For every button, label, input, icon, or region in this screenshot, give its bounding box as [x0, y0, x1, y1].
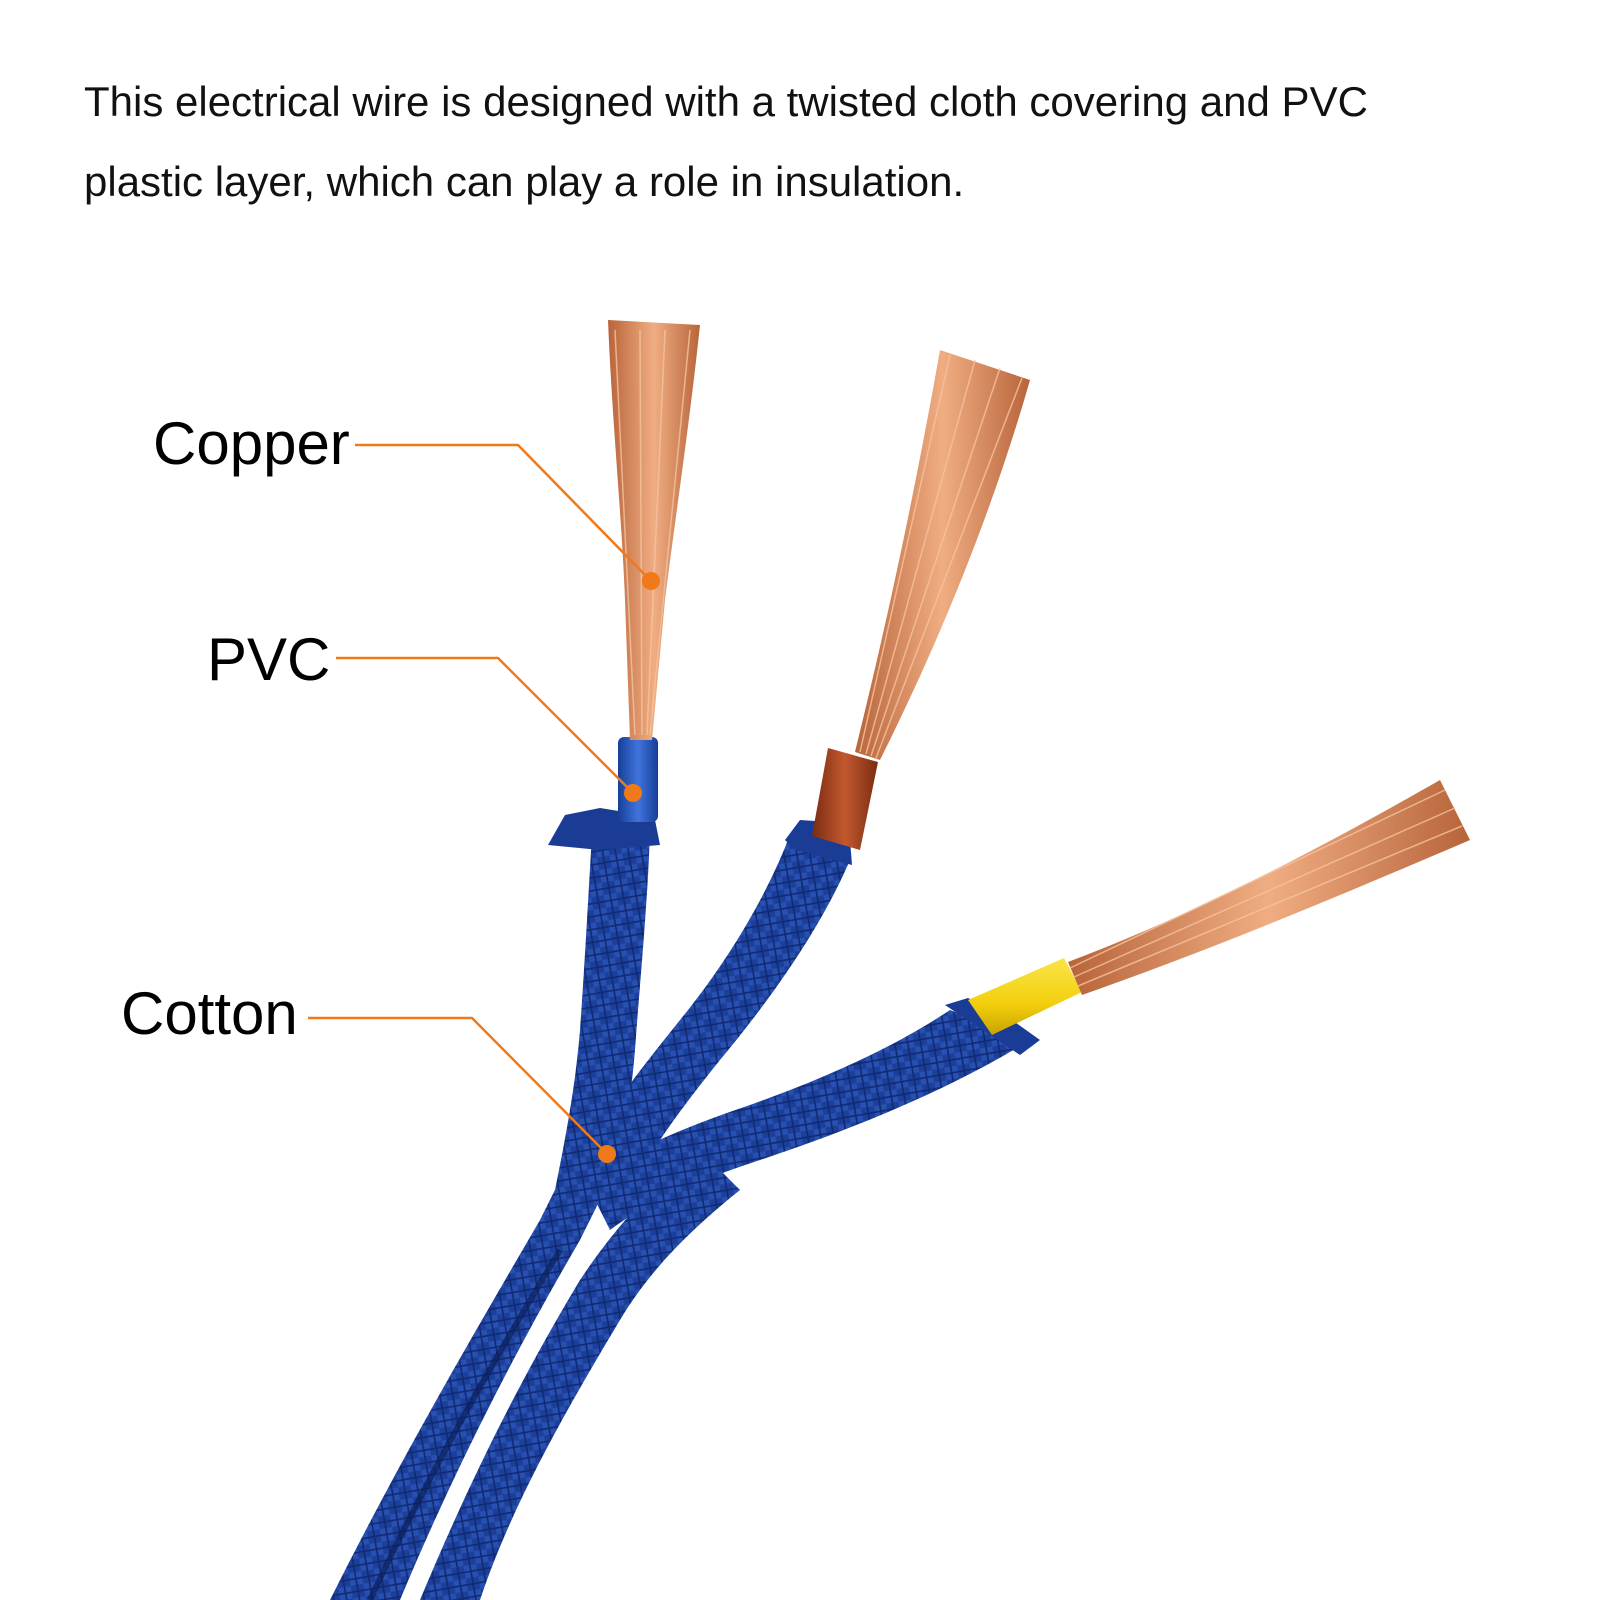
right-cloth-sleeve	[585, 1010, 1030, 1230]
right-conductor	[585, 780, 1470, 1230]
right-copper-strands	[1068, 780, 1470, 995]
description-text: This electrical wire is designed with a …	[84, 62, 1544, 222]
cable-twist-shadow	[367, 1248, 563, 1600]
copper-leader-line	[355, 443, 652, 582]
label-copper: Copper	[153, 410, 350, 477]
right-copper-highlights	[1069, 789, 1463, 987]
cable-strand-front	[420, 1150, 740, 1600]
pvc-leader-line	[336, 656, 634, 794]
cotton-leader-line	[308, 1016, 608, 1155]
callout-pvc	[336, 656, 642, 802]
pvc-leader-dot	[624, 784, 642, 802]
copper-leader-dot	[642, 572, 660, 590]
left-copper-strands	[608, 320, 700, 740]
middle-conductor	[575, 350, 1030, 1200]
cable-bundle	[330, 1090, 740, 1600]
middle-copper-strands	[855, 350, 1030, 760]
middle-pvc-insulation	[812, 748, 878, 850]
callout-copper	[355, 443, 660, 590]
callout-cotton	[308, 1016, 616, 1163]
label-pvc: PVC	[207, 626, 331, 693]
description-line-2: plastic layer, which can play a role in …	[84, 158, 965, 205]
middle-cloth-sleeve	[575, 835, 850, 1200]
cable-strand-back	[330, 1090, 640, 1600]
cotton-leader-dot	[598, 1145, 616, 1163]
label-cotton: Cotton	[121, 980, 298, 1047]
right-pvc-insulation	[968, 958, 1082, 1035]
description-line-1: This electrical wire is designed with a …	[84, 78, 1368, 125]
middle-copper-highlights	[859, 354, 1023, 759]
left-copper-highlights	[614, 329, 691, 736]
left-pvc-insulation	[618, 737, 658, 822]
